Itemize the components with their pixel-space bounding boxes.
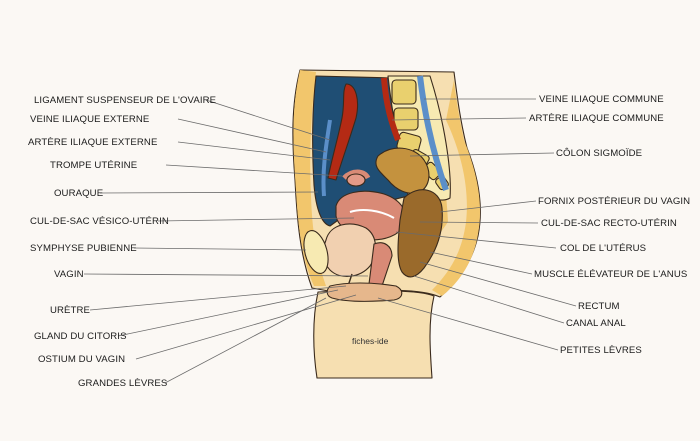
common-iliac-artery bbox=[381, 77, 401, 142]
label-ouraque: OURAQUE bbox=[54, 188, 103, 199]
label-muscle-elevateur-anus: MUSCLE ÉLÉVATEUR DE L'ANUS bbox=[534, 269, 687, 280]
thigh-skin bbox=[313, 290, 435, 379]
label-artere-iliaque-externe: ARTÈRE ILIAQUE EXTERNE bbox=[28, 137, 157, 148]
label-trompe-uterine: TROMPE UTÉRINE bbox=[50, 160, 137, 171]
label-ligament-suspenseur: LIGAMENT SUSPENSEUR DE L'OVAIRE bbox=[34, 95, 216, 106]
uterine-cavity bbox=[349, 209, 395, 219]
pubic-symphysis bbox=[303, 230, 329, 274]
anterior-fat bbox=[293, 70, 326, 286]
uterine-tube bbox=[342, 169, 371, 180]
external-iliac-artery bbox=[327, 83, 359, 181]
label-col-de-l-uterus: COL DE L'UTÉRUS bbox=[560, 243, 646, 254]
label-petites-levres: PETITES LÈVRES bbox=[560, 345, 642, 356]
labels-left: LIGAMENT SUSPENSEUR DE L'OVAIRE VEINE IL… bbox=[28, 95, 216, 389]
label-canal-anal: CANAL ANAL bbox=[566, 318, 626, 329]
label-veine-iliaque-externe: VEINE ILIAQUE EXTERNE bbox=[30, 114, 149, 125]
label-symphyse-pubienne: SYMPHYSE PUBIENNE bbox=[30, 243, 137, 254]
label-cul-de-sac-vesico-uterin: CUL-DE-SAC VÉSICO-UTÉRIN bbox=[30, 216, 169, 227]
label-artere-iliaque-commune: ARTÈRE ILIAQUE COMMUNE bbox=[529, 113, 664, 124]
leader-lines bbox=[83, 98, 577, 384]
label-colon-sigmoide: CÔLON SIGMOÏDE bbox=[556, 148, 642, 159]
posterior-fat bbox=[432, 80, 481, 296]
label-ostium-du-vagin: OSTIUM DU VAGIN bbox=[38, 354, 125, 365]
common-iliac-vein bbox=[417, 75, 449, 191]
label-vagin: VAGIN bbox=[54, 269, 84, 280]
labels-right: VEINE ILIAQUE COMMUNE ARTÈRE ILIAQUE COM… bbox=[529, 94, 690, 356]
label-grandes-levres: GRANDES LÈVRES bbox=[78, 378, 167, 389]
bladder bbox=[322, 223, 377, 277]
perineum bbox=[326, 282, 403, 302]
label-cul-de-sac-recto-uterin: CUL-DE-SAC RECTO-UTÉRIN bbox=[541, 218, 677, 229]
label-gland-du-citoris: GLAND DU CITORIS bbox=[34, 331, 127, 342]
label-rectum: RECTUM bbox=[578, 301, 620, 312]
rectum bbox=[397, 189, 443, 278]
label-uretre: URÈTRE bbox=[50, 305, 90, 316]
illustration bbox=[292, 69, 481, 379]
watermark: fiches-ide bbox=[352, 336, 389, 346]
label-veine-iliaque-commune: VEINE ILIAQUE COMMUNE bbox=[539, 94, 664, 105]
external-iliac-vein bbox=[321, 119, 332, 197]
label-fornix-posterieur: FORNIX POSTÉRIEUR DU VAGIN bbox=[538, 196, 690, 207]
ovary bbox=[346, 173, 366, 187]
